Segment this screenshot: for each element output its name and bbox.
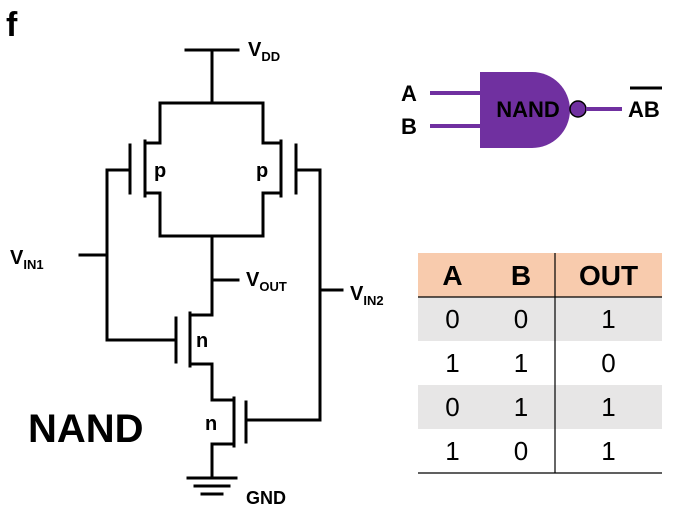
gate-body (480, 72, 570, 148)
truth-table-header-b: B (511, 260, 531, 291)
truth-table-cell: 1 (445, 436, 459, 466)
truth-table-row-shade (418, 297, 662, 341)
vin2-label: VIN2 (350, 283, 384, 308)
truth-table-cell: 0 (601, 348, 615, 378)
vin1-label: VIN1 (10, 247, 44, 272)
gate-input-b-label: B (401, 114, 417, 139)
truth-table: A B OUT 0 0 1 1 1 0 0 1 1 1 0 1 (418, 253, 662, 474)
ground-symbol (186, 476, 238, 496)
pmos-right-transistor (261, 101, 322, 238)
gate-output-label: AB (628, 97, 660, 122)
pmos-left-transistor (105, 101, 162, 238)
truth-table-cell: 1 (601, 436, 615, 466)
gate-input-a-label: A (401, 81, 417, 106)
vdd-label: VDD (248, 39, 280, 64)
truth-table-header-bg (418, 253, 662, 297)
cmos-nand-schematic (78, 48, 344, 496)
truth-table-cell: 1 (601, 304, 615, 334)
nmos-bottom-transistor (210, 396, 322, 480)
pmos-right-label: p (256, 160, 268, 182)
truth-table-cell: 1 (445, 348, 459, 378)
truth-table-header-out: OUT (579, 260, 638, 291)
gnd-label: GND (246, 488, 286, 508)
truth-table-cell: 1 (601, 392, 615, 422)
vout-label: VOUT (246, 269, 287, 294)
pmos-left-label: p (154, 160, 166, 182)
truth-table-row-shade (418, 385, 662, 429)
panel-label: f (6, 6, 18, 44)
truth-table-cell: 1 (514, 392, 528, 422)
gate-label: NAND (496, 97, 560, 122)
truth-table-cell: 1 (514, 348, 528, 378)
nmos-top-label: n (196, 330, 208, 352)
truth-table-cell: 0 (445, 392, 459, 422)
nand-gate-symbol: NAND A B AB (401, 72, 662, 148)
truth-table-header-a: A (442, 260, 462, 291)
nmos-top-transistor (105, 311, 214, 402)
circuit-title: NAND (28, 407, 144, 451)
truth-table-cell: 0 (514, 304, 528, 334)
truth-table-cell: 0 (514, 436, 528, 466)
nmos-bottom-label: n (205, 413, 217, 435)
truth-table-cell: 0 (445, 304, 459, 334)
gate-inversion-bubble (569, 100, 587, 118)
circuit-labels: VDD VOUT VIN1 VIN2 GND p p n n NAND (10, 39, 384, 508)
